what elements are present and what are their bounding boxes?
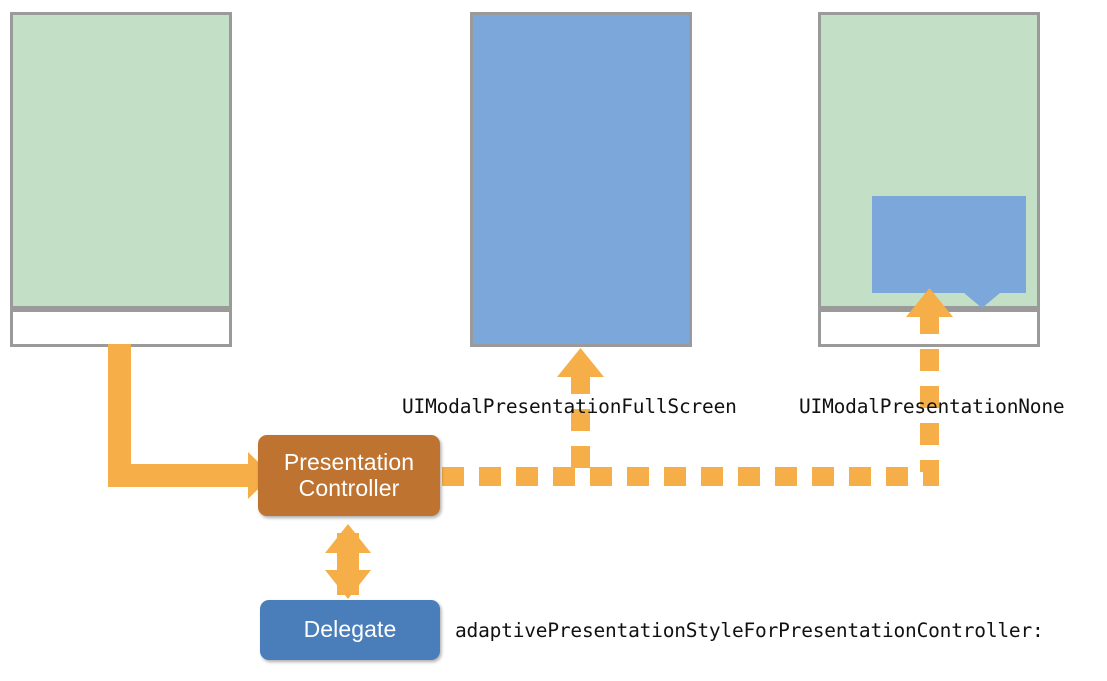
presentation-controller-node[interactable]: Presentation Controller <box>258 435 440 516</box>
fullscreen-screen <box>470 12 692 347</box>
dashed-riser-fullscreen <box>571 372 590 472</box>
label-fullscreen-style: UIModalPresentationFullScreen <box>402 395 737 418</box>
source-screen-content-area <box>10 12 232 309</box>
presentation-controller-label-line2: Controller <box>298 474 400 501</box>
label-delegate-method: adaptivePresentationStyleForPresentation… <box>455 619 1044 642</box>
label-none-style: UIModalPresentationNone <box>799 395 1065 418</box>
dashed-riser-popover <box>920 312 939 472</box>
popover-screen-content-area <box>818 12 1040 309</box>
source-screen-bottom-bar <box>10 309 232 347</box>
presentation-controller-label: Presentation Controller <box>283 448 415 502</box>
controller-dashed-trunk <box>442 467 939 486</box>
delegate-node[interactable]: Delegate <box>260 600 440 660</box>
presentation-controller-label-line1: Presentation <box>283 448 415 475</box>
source-to-controller-horizontal-leg <box>108 464 248 487</box>
source-to-controller-vertical-leg <box>108 344 131 475</box>
controller-delegate-shaft <box>337 533 359 595</box>
delegate-label: Delegate <box>303 616 397 643</box>
